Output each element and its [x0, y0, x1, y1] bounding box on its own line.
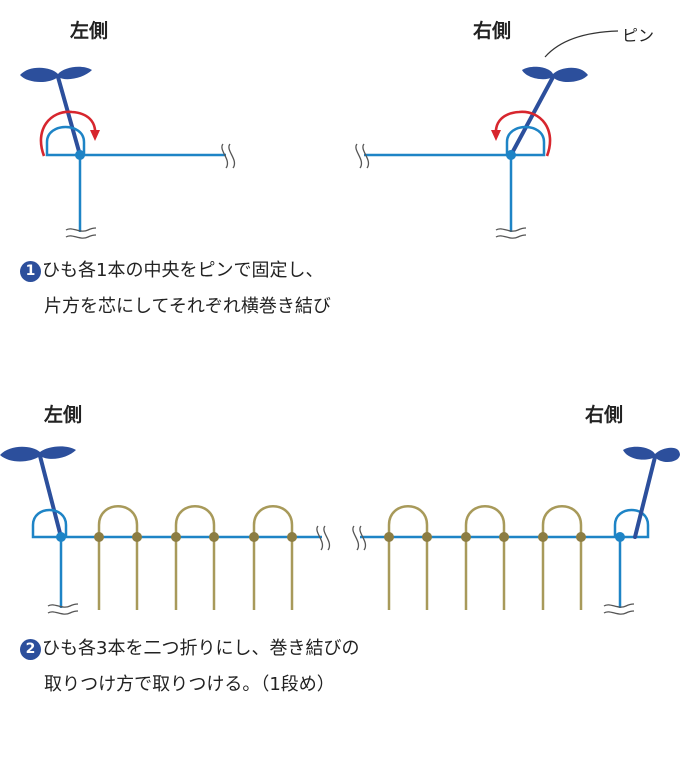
right-rotation-arrow	[491, 110, 552, 157]
step1-number-badge: 1	[20, 261, 41, 282]
left-rotation-arrow	[39, 110, 100, 157]
step1-caption-text1: ひも各1本の中央をピンで固定し、	[42, 260, 324, 281]
step2-right-pin-icon	[623, 446, 680, 539]
right-knot	[506, 150, 516, 160]
step1-left-label: 左側	[70, 20, 109, 42]
left-knot	[75, 150, 85, 160]
step2-caption-text1: ひも各3本を二つ折りにし、巻き結びの	[42, 638, 360, 659]
right-break-mark	[355, 143, 527, 239]
step2-right-wave-mark	[603, 603, 635, 615]
step2-right-blue-cord	[613, 508, 650, 539]
right-blue-cord	[505, 125, 546, 157]
step2-left-gold-cords	[97, 505, 294, 610]
step1-right-label: 右側	[473, 20, 512, 42]
step2-right-gold-cords	[387, 505, 583, 610]
step2-left-blue-cord	[31, 508, 68, 539]
step1-caption-line2: 片方を芯にしてそれぞれ横巻き結び	[44, 296, 331, 317]
left-blue-cord	[45, 125, 86, 157]
step2-left-label: 左側	[44, 404, 83, 426]
step2-left-wave-mark	[47, 603, 79, 615]
pin-label: ピン	[622, 26, 655, 45]
step2-left-pin-icon	[0, 446, 76, 539]
step2-right-label: 右側	[585, 404, 624, 426]
pin-leader-line	[544, 30, 619, 58]
step2-knots	[56, 532, 625, 542]
step2-caption-line2: 取りつけ方で取りつける。（1段め）	[44, 674, 335, 695]
right-pin-icon	[509, 66, 588, 157]
step2-number-badge: 2	[20, 639, 41, 660]
left-pin-icon	[20, 66, 92, 157]
left-break-mark	[65, 143, 236, 239]
step2-break-mark	[316, 525, 367, 551]
